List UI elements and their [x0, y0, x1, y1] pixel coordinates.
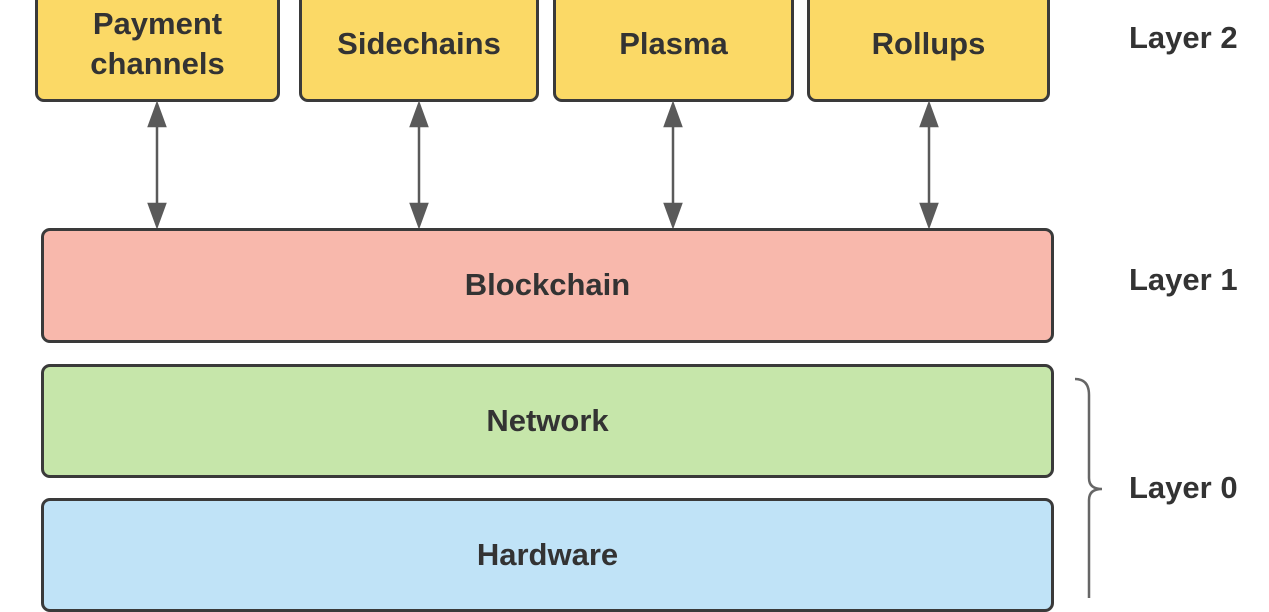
sidechains-label: Sidechains	[337, 25, 501, 61]
connector-arrows	[147, 100, 1103, 598]
plasma-label: Plasma	[619, 25, 728, 61]
layer1-label: Layer 1	[1129, 262, 1238, 297]
arrow-rollups	[919, 100, 939, 230]
blockchain-box: Blockchain	[41, 228, 1054, 343]
network-label: Network	[486, 402, 609, 438]
hardware-box: Hardware	[41, 498, 1054, 612]
layer0-brace	[1074, 377, 1103, 598]
blockchain-label: Blockchain	[464, 267, 631, 303]
plasma-box: Plasma	[553, 0, 794, 102]
arrow-sidechains	[409, 100, 429, 230]
layer0-label: Layer 0	[1129, 470, 1238, 505]
hardware-label: Hardware	[476, 536, 619, 572]
rollups-box: Rollups	[807, 0, 1050, 102]
arrow-payment-channels	[147, 100, 167, 230]
network-box: Network	[41, 364, 1054, 478]
payment-channels-label: Payment channels	[90, 5, 225, 81]
layer2-label: Layer 2	[1129, 20, 1238, 55]
arrow-plasma	[663, 100, 683, 230]
rollups-label: Rollups	[871, 25, 986, 61]
payment-channels-box: Payment channels	[35, 0, 280, 102]
